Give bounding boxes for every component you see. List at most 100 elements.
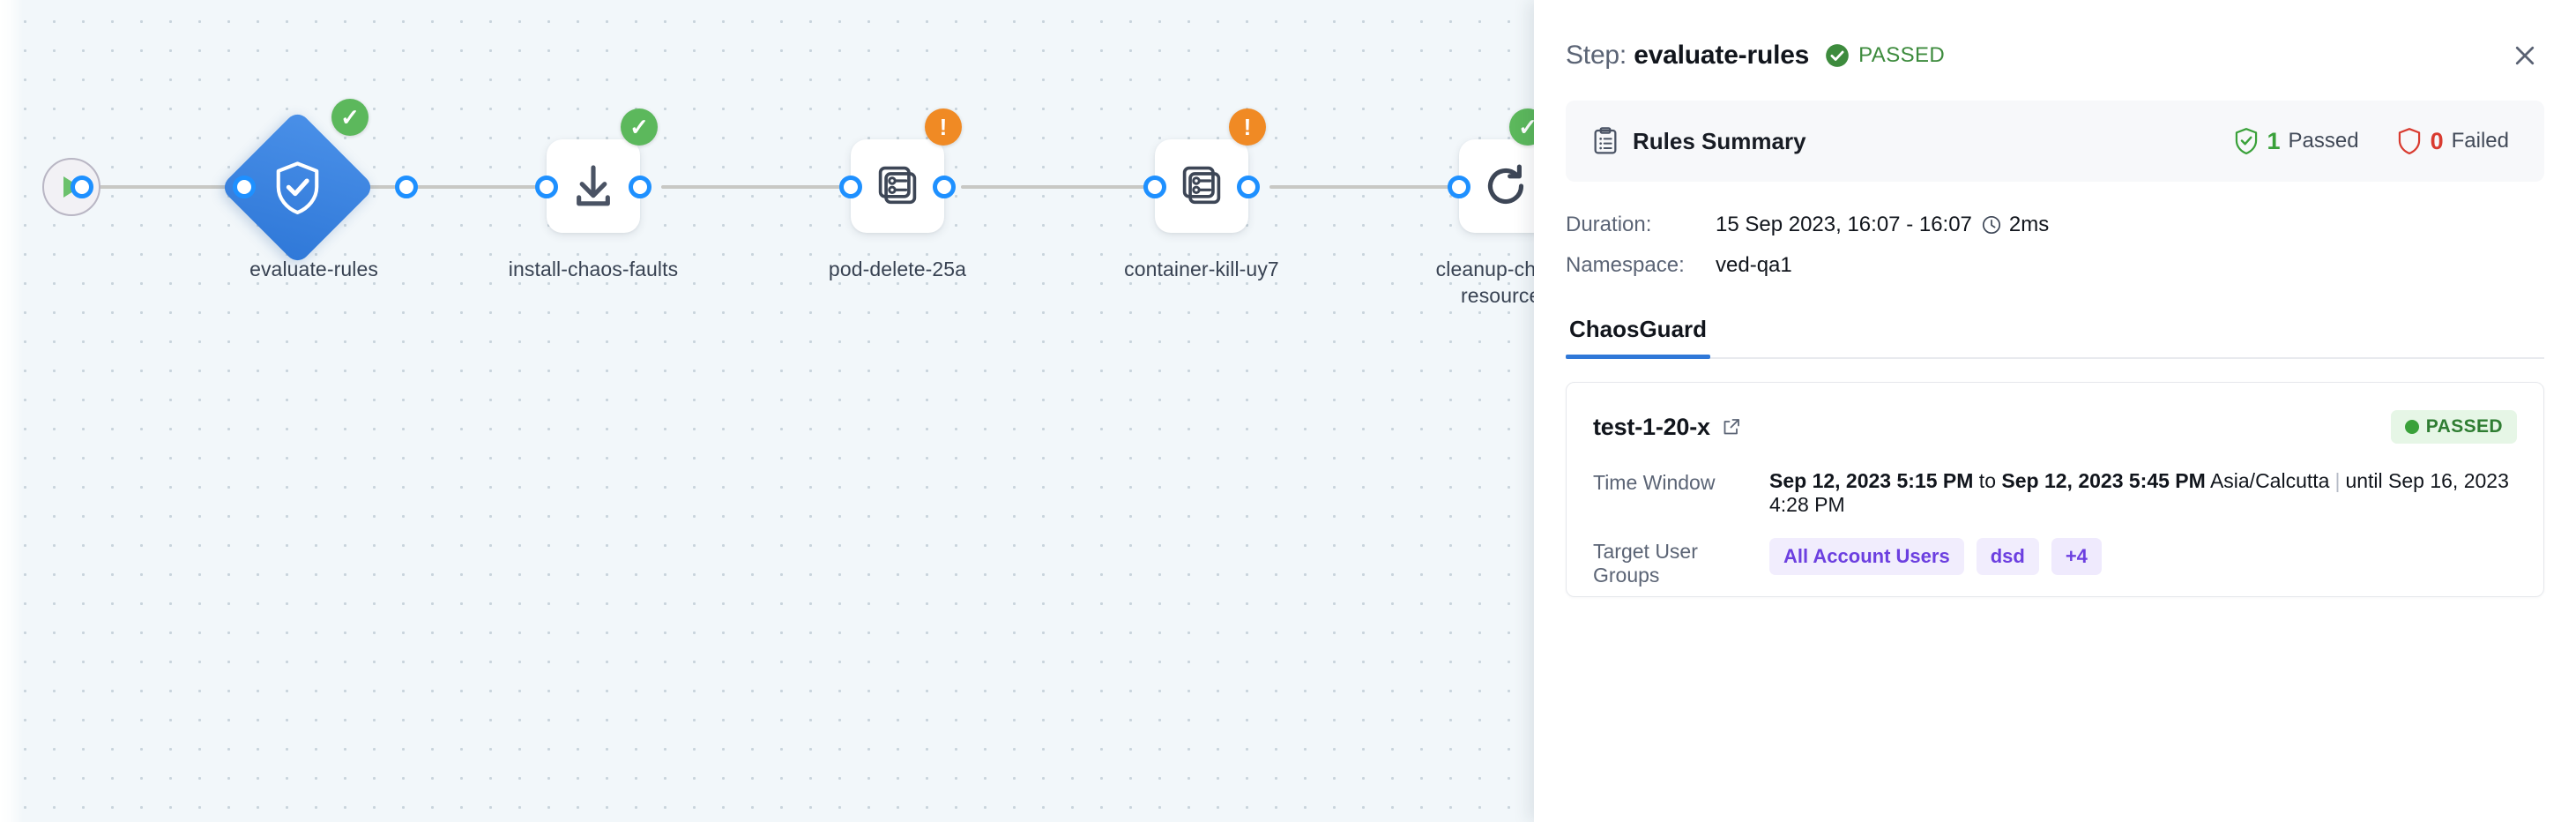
step-details-panel: Step: evaluate-rules PASSED (1534, 0, 2576, 822)
time-window-main: Sep 12, 2023 5:15 PM to Sep 12, 2023 5:4… (1769, 469, 2210, 492)
status-badge-cleanup-chaos-resources: ✓ (1509, 108, 1534, 146)
tab-chaosguard[interactable]: ChaosGuard (1566, 310, 1711, 359)
chaos-experiment-icon (1182, 166, 1221, 205)
page-title: Step: evaluate-rules (1566, 41, 1809, 71)
node-label-cleanup-chaos-resources: cleanup-chaos-resources (1435, 258, 1534, 307)
connector-install-to-pod-delete (661, 185, 846, 189)
port-install-out[interactable] (629, 176, 651, 198)
duration-label: Duration: (1566, 213, 1652, 236)
evaluate-rules-shape[interactable] (220, 109, 376, 265)
container-kill-uy7-shape[interactable] (1155, 139, 1248, 233)
duration-value-group: 15 Sep 2023, 16:07 - 16:07 2ms (1716, 213, 2049, 237)
check-icon: ✓ (1518, 114, 1534, 140)
test-name: test-1-20-x (1593, 413, 1710, 440)
external-link-icon[interactable] (1721, 416, 1742, 437)
node-label-evaluate-rules: evaluate-rules (249, 258, 378, 280)
test-status-badge: PASSED (2390, 410, 2517, 444)
duration-elapsed: 2ms (2008, 213, 2050, 236)
chip-all-account-users[interactable]: All Account Users (1769, 538, 1964, 575)
refresh-icon (1487, 164, 1524, 205)
cleanup-chaos-resources-shape[interactable] (1459, 139, 1534, 233)
timezone-value: Asia/Calcutta (2209, 469, 2330, 492)
port-start-out[interactable] (71, 176, 93, 198)
test-status-text: PASSED (2425, 416, 2503, 437)
namespace-value: ved-qa1 (1716, 253, 1792, 277)
shield-icon (2398, 128, 2420, 155)
status-badge-install-chaos-faults: ✓ (621, 108, 658, 146)
clipboard-icon (1594, 127, 1617, 154)
target-user-groups-row: Target User Groups All Account Users dsd… (1593, 538, 2517, 587)
chip-more-count[interactable]: +4 (2051, 538, 2102, 575)
rules-failed-count: 0 (2430, 127, 2444, 154)
port-evaluate-rules-out[interactable] (395, 176, 418, 198)
time-window-sub: Asia/Calcutta|until Sep 16, 2023 4:28 PM (1769, 469, 2509, 516)
chaos-experiment-icon (878, 166, 917, 205)
pipeline-canvas[interactable]: ✓ evaluate-rules ✓ (0, 0, 1534, 822)
pipeline-graph: ✓ evaluate-rules ✓ (42, 99, 1534, 307)
duration-row: Duration: 15 Sep 2023, 16:07 - 16:07 2ms (1566, 205, 2544, 245)
rules-passed-stat: 1 Passed (2233, 127, 2359, 155)
status-badge: PASSED (1825, 43, 1945, 68)
close-icon (2515, 46, 2535, 65)
panel-step-name: evaluate-rules (1634, 41, 1810, 70)
time-window-value: Sep 12, 2023 5:15 PM to Sep 12, 2023 5:4… (1769, 469, 2517, 517)
port-container-kill-in[interactable] (1143, 176, 1166, 198)
target-user-groups-label: Target User Groups (1593, 540, 1698, 587)
node-label-pod-delete-25a: pod-delete-25a (828, 258, 967, 280)
close-button[interactable] (2505, 36, 2544, 75)
rules-summary-heading: Rules Summary (1592, 127, 1806, 155)
status-badge-evaluate-rules: ✓ (331, 99, 369, 136)
port-cleanup-in[interactable] (1448, 176, 1470, 198)
shield-check-icon (2235, 128, 2257, 155)
rules-summary-title: Rules Summary (1633, 127, 1806, 154)
check-icon: ✓ (340, 104, 360, 131)
namespace-label: Namespace: (1566, 253, 1685, 277)
rules-failed-stat: 0 Failed (2396, 127, 2509, 155)
panel-tabs: ChaosGuard (1566, 310, 2544, 359)
duration-elapsed-group: 2ms (1981, 213, 2049, 237)
pod-delete-25a-shape[interactable] (851, 139, 944, 233)
chaosguard-test-card: test-1-20-x PASSED Time Window (1566, 382, 2544, 597)
status-text: PASSED (1858, 43, 1946, 67)
target-user-groups-chips: All Account Users dsd +4 (1769, 538, 2517, 575)
clock-icon (1982, 215, 2000, 235)
node-label-install-chaos-faults: install-chaos-faults (508, 258, 679, 280)
rules-summary-card: Rules Summary 1 Passed 0 Failed (1566, 101, 2544, 182)
connector-container-kill-to-cleanup (1269, 185, 1459, 189)
port-install-in[interactable] (535, 176, 558, 198)
until-text: until Sep 16, 2023 4:28 PM (1769, 469, 2509, 516)
status-badge-pod-delete-25a: ! (925, 108, 962, 146)
status-badge-container-kill-uy7: ! (1229, 108, 1266, 146)
warning-icon: ! (939, 114, 948, 140)
check-icon: ✓ (629, 114, 649, 140)
check-circle-icon (1826, 44, 1850, 67)
step-meta: Duration: 15 Sep 2023, 16:07 - 16:07 2ms… (1566, 205, 2544, 286)
shield-check-icon (276, 161, 319, 214)
download-icon (577, 165, 610, 206)
rules-failed-label: Failed (2451, 129, 2509, 153)
chip-dsd[interactable]: dsd (1976, 538, 2039, 575)
port-container-kill-out[interactable] (1237, 176, 1260, 198)
port-pod-delete-in[interactable] (839, 176, 862, 198)
time-window-end: Sep 12, 2023 5:45 PM (2001, 469, 2206, 492)
duration-value: 15 Sep 2023, 16:07 - 16:07 (1716, 213, 1972, 236)
rules-passed-count: 1 (2267, 127, 2281, 154)
time-window-start: Sep 12, 2023 5:15 PM (1769, 469, 1974, 492)
install-chaos-faults-shape[interactable] (547, 139, 640, 233)
time-window-label: Time Window (1593, 471, 1716, 494)
node-label-container-kill-uy7: container-kill-uy7 (1124, 258, 1279, 280)
panel-title-prefix: Step: (1566, 41, 1627, 70)
connector-start-to-evaluate-rules (81, 185, 249, 189)
time-window-joiner: to (1973, 469, 2002, 492)
port-pod-delete-out[interactable] (933, 176, 956, 198)
rules-summary-stats: 1 Passed 0 Failed (2233, 127, 2519, 155)
port-evaluate-rules-in[interactable] (233, 176, 256, 198)
warning-icon: ! (1243, 114, 1252, 140)
time-window-row: Time Window Sep 12, 2023 5:15 PM to Sep … (1593, 469, 2517, 517)
connector-pod-delete-to-container-kill (961, 185, 1155, 189)
rules-passed-label: Passed (2288, 129, 2359, 153)
namespace-row: Namespace: ved-qa1 (1566, 245, 2544, 286)
test-card-header: test-1-20-x PASSED (1593, 406, 2517, 448)
panel-header: Step: evaluate-rules PASSED (1534, 0, 2576, 85)
